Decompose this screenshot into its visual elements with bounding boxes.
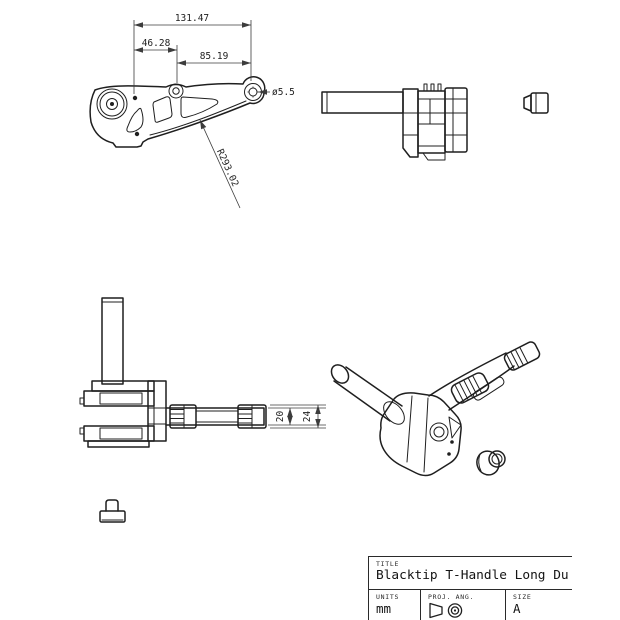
top-view-dimensions: 20 24	[268, 404, 326, 429]
units-label: UNITS	[376, 593, 400, 601]
isometric-view	[330, 341, 541, 477]
dim-boss-width: 24	[302, 411, 313, 423]
size-value: A	[513, 601, 521, 616]
title-label: TITLE	[376, 560, 400, 568]
size-cell: SIZE A	[506, 590, 572, 620]
dim-curve-radius: R293.02	[214, 147, 241, 188]
dim-right-span: 85.19	[200, 51, 229, 62]
handle-side-view	[321, 83, 549, 161]
size-label: SIZE	[513, 593, 532, 601]
projection-label: PROJ. ANG.	[428, 593, 475, 601]
projection-cell: PROJ. ANG.	[421, 590, 506, 620]
units-value: mm	[376, 601, 392, 616]
plug-isometric	[476, 450, 506, 476]
drawing-title: Blacktip T-Handle Long Du	[376, 568, 569, 583]
lever-dimensions: 131.47 46.28 85.19 ø5.5 R293.02	[133, 13, 295, 209]
title-row: TITLE Blacktip T-Handle Long Du	[369, 557, 572, 590]
assembly-top-view: 20 24	[79, 297, 326, 523]
dim-left-offset: 46.28	[142, 38, 171, 49]
third-angle-projection-icon	[429, 602, 463, 619]
units-cell: UNITS mm	[369, 590, 421, 620]
plug-top-view	[99, 499, 126, 523]
dim-arm-width: 20	[275, 411, 286, 423]
lever-side-view: 131.47 46.28 85.19 ø5.5 R293.02	[89, 13, 295, 209]
title-block: TITLE Blacktip T-Handle Long Du UNITS mm…	[368, 556, 572, 620]
dim-hole-diameter: ø5.5	[272, 87, 295, 98]
dim-overall-length: 131.47	[175, 13, 209, 24]
